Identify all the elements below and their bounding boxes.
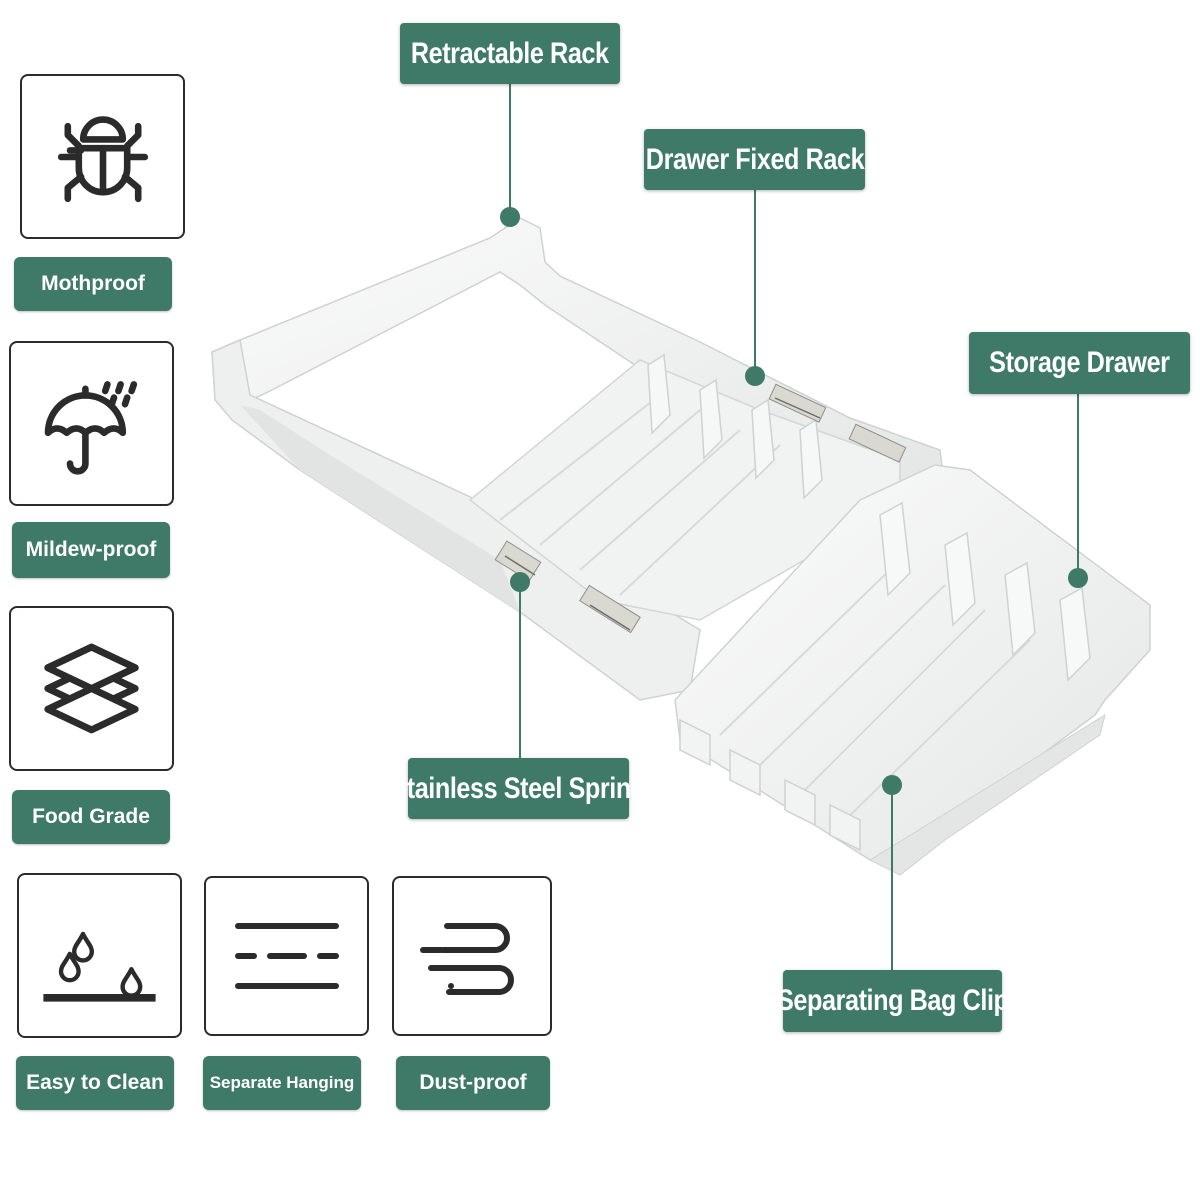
feature-separate-hanging-label: Separate Hanging <box>203 1056 361 1110</box>
drawer-fixed-rack-marker <box>745 366 765 386</box>
water-drops-icon <box>43 931 156 1002</box>
callout-drawer-fixed-rack: Drawer Fixed Rack <box>644 129 865 190</box>
callout-retractable-rack: Retractable Rack <box>400 23 620 84</box>
bug-icon <box>57 115 148 202</box>
feature-mildew-proof-card <box>9 341 174 506</box>
wind-icon <box>420 923 514 995</box>
feature-dust-proof-label: Dust-proof <box>396 1056 550 1110</box>
feature-mothproof-card <box>20 74 185 239</box>
feature-dust-proof-card <box>392 876 552 1036</box>
feature-food-grade-label: Food Grade <box>12 790 170 844</box>
layers-icon <box>44 643 139 734</box>
stainless-steel-spring-marker <box>510 572 530 592</box>
callout-stainless-steel-spring: Stainless Steel Spring <box>391 758 647 819</box>
callout-storage-drawer: Storage Drawer <box>969 332 1190 394</box>
feature-easy-to-clean-label: Easy to Clean <box>16 1056 174 1110</box>
feature-mothproof-label: Mothproof <box>14 257 172 311</box>
retractable-rack-marker <box>500 207 520 227</box>
dashed-lines-icon <box>234 923 339 989</box>
feature-easy-to-clean-card <box>17 873 182 1038</box>
callout-separating-bag-clip: Separating Bag Clip <box>777 970 1009 1032</box>
feature-food-grade-card <box>9 606 174 771</box>
storage-drawer-marker <box>1068 568 1088 588</box>
separating-bag-clip-marker <box>882 775 902 795</box>
feature-mildew-proof-label: Mildew-proof <box>12 522 170 578</box>
feature-separate-hanging-card <box>204 876 369 1036</box>
umbrella-rain-icon <box>44 380 137 475</box>
